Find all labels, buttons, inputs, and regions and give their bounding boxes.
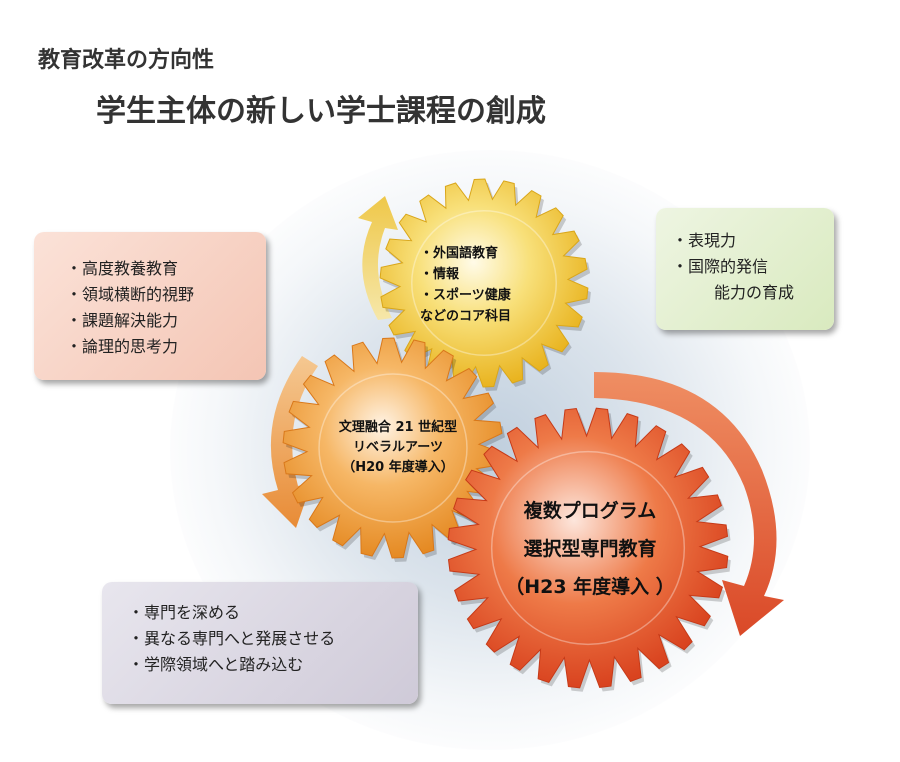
list-item-continuation: 能力の育成 [714,283,795,302]
gear-yellow-line: などのコア科目 [420,309,512,324]
gear-yellow-body [379,178,589,388]
page-title: 学生主体の新しい学士課程の創成 [96,94,546,129]
gear-yellow-line: ・スポーツ健康 [420,288,511,303]
gear-orange-line: リベラルアーツ [353,440,443,455]
right-box-expression-skills: 表現力 国際的発信 能力の育成 [656,208,834,330]
gear-yellow-line: ・外国語教育 [420,246,499,261]
gear-orange-hub-ring [318,373,468,523]
gear-red [447,407,731,692]
gear-orange-line: 文理融合 21 世紀型 [338,420,458,435]
gear-orange-line: （H20 年度導入） [342,460,454,475]
list-item: 高度教養教育 [80,256,194,282]
gear-red-hub-ring [490,450,686,646]
gear-red-line: （H23 年度導入 ） [505,576,675,598]
gear-yellow [379,178,591,391]
arrow-up-yellow [358,196,398,320]
list-item: 論理的思考力 [80,334,194,360]
bottom-box-specialization: 専門を深める 異なる専門へと発展させる 学際領域へと踏み込む [102,582,418,704]
gear-red-line: 選択型専門教育 [523,538,657,560]
list-item: 課題解決能力 [80,308,194,334]
gear-orange-label: 文理融合 21 世紀型 リベラルアーツ （H20 年度導入） [318,418,478,478]
list-item: 領域横断的視野 [80,282,194,308]
list-item: 異なる専門へと発展させる [142,626,335,652]
left-box-liberal-skills: 高度教養教育 領域横断的視野 課題解決能力 論理的思考力 [34,232,266,380]
gear-yellow-label: ・外国語教育 ・情報 ・スポーツ健康 などのコア科目 [420,243,560,327]
gear-orange [282,337,506,562]
list-item: 国際的発信 [686,254,794,280]
gear-red-body [447,407,729,689]
gear-red-label: 複数プログラム 選択型専門教育 （H23 年度導入 ） [470,492,710,606]
list-item: 専門を深める [142,600,335,626]
gear-yellow-hub-ring [411,210,557,356]
gear-yellow-line: ・情報 [420,267,460,282]
heading-direction: 教育改革の方向性 [38,48,215,73]
gear-red-line: 複数プログラム [523,500,657,522]
arrow-down-red [594,372,784,636]
list-item: 表現力 [686,228,794,254]
list-item: 学際領域へと踏み込む [142,652,335,678]
